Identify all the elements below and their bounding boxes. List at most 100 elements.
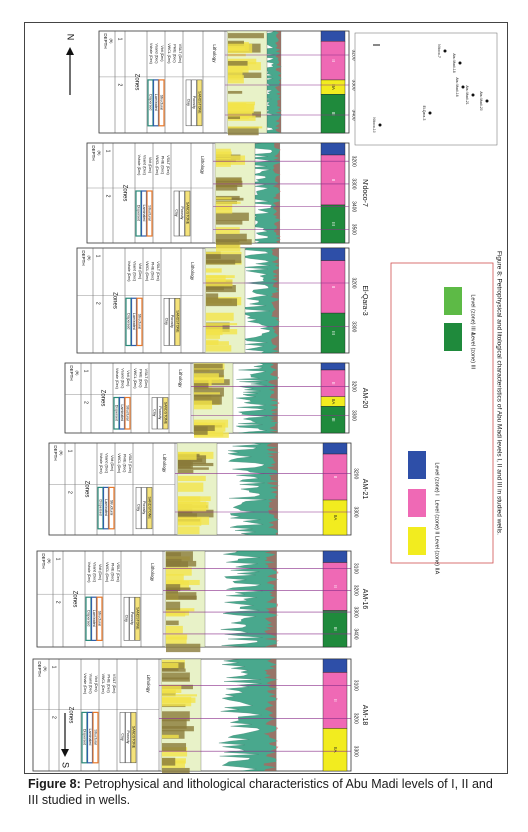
log-b-label: PHIE (Dec) <box>123 454 127 472</box>
zone-num-2: 2 <box>51 716 57 719</box>
rotated-caption: Figure 8: Petrophysical and litological … <box>495 251 502 535</box>
log-b-label: VWCL (Dec) <box>145 261 149 281</box>
legend-b-label: Clay <box>153 409 157 416</box>
legend-a-label: Structural <box>98 611 102 627</box>
lithology-header: Lithology <box>150 563 155 582</box>
legend-label: Level (zone) III A <box>470 294 476 336</box>
lithology-patch <box>178 459 191 469</box>
lithology-patch <box>216 220 243 225</box>
log-fill-green <box>220 550 277 648</box>
map-well-dot <box>461 85 465 89</box>
log-b-label: VSILT (Dec) <box>166 155 170 174</box>
lithology-patch <box>228 126 263 129</box>
legend-a-label: Structural <box>148 205 152 221</box>
legend-a-label: Laminated <box>120 405 124 422</box>
log-a-label: Vbit (Dec) <box>138 263 142 279</box>
legend-b-box <box>141 487 147 530</box>
zone-bar <box>320 204 346 244</box>
map-well-dot <box>378 123 382 127</box>
lithology-patch <box>206 298 238 307</box>
legend-b-box <box>135 487 142 530</box>
lithology-patch <box>162 726 194 732</box>
legend-label: Level (zone) I <box>434 462 440 496</box>
log-a-label: Vsand (Dec) <box>143 155 147 175</box>
legend-label: Level (zone) III <box>470 333 476 370</box>
zone-bar <box>320 312 346 354</box>
lithology-patch <box>162 694 198 697</box>
legend-b-box <box>134 596 141 641</box>
zone-label: III <box>331 331 336 335</box>
depth-unit: (ft) <box>109 39 114 45</box>
lithology-patch <box>206 325 223 336</box>
depth-label: 3300 <box>351 79 357 90</box>
legend-b-label: Porosity <box>180 207 184 220</box>
lithology-patch <box>162 719 187 729</box>
zone-bar <box>322 499 348 536</box>
zones-header: Zones <box>71 591 77 608</box>
legend-a-label: Structural <box>160 95 164 111</box>
north-arrow-head <box>66 47 74 55</box>
map-well-label: El-Qara-3 <box>422 106 426 121</box>
lithology-patch <box>228 40 244 46</box>
lithology-patch <box>178 502 209 510</box>
legend-a-label: Structural <box>138 314 142 330</box>
log-b-label: VSILT (Dec) <box>116 562 120 581</box>
log-fill-red <box>268 363 280 433</box>
lithology-patch <box>206 339 219 346</box>
lithology-patch <box>216 233 247 242</box>
lithology-header: Lithology <box>146 675 151 694</box>
depth-label: 3300 <box>353 506 359 517</box>
lithology-patch <box>194 395 222 405</box>
lithology-patch <box>216 155 246 165</box>
depth-header: DEPTH <box>81 250 86 265</box>
lithology-patch <box>228 115 256 121</box>
lithology-patch <box>216 207 232 211</box>
lithology-patch <box>206 251 242 255</box>
legend-b-label: Clay <box>165 318 169 325</box>
lithology-header: Lithology <box>190 262 195 281</box>
legend-a-label: Structural <box>94 729 98 745</box>
log-b-label: VWCL (Dec) <box>105 562 109 582</box>
zone-num-1: 1 <box>83 370 89 373</box>
map-well-label: N'doco-7 <box>437 44 441 58</box>
zone-bar <box>322 442 348 455</box>
depth-label: 3100 <box>353 680 359 691</box>
log-b-label: VSILT (Dec) <box>144 369 148 388</box>
zone-label: III <box>331 112 336 116</box>
zone-bar <box>320 154 346 206</box>
lithology-patch <box>206 268 222 273</box>
legend-b-label: Porosity <box>192 96 196 109</box>
log-a-label: Vsand (Dec) <box>133 261 137 281</box>
zone-bar <box>322 658 348 673</box>
south-arrow-head <box>61 749 69 757</box>
panel-frame <box>98 30 350 134</box>
log-b-label: PHIE (Dec) <box>173 44 177 62</box>
log-b-label: VWCL (Dec) <box>101 674 105 694</box>
zone-bar <box>320 247 346 261</box>
legend-b-label: SANDSTONE <box>198 91 202 114</box>
lithology-header: Lithology <box>178 369 183 388</box>
depth-label: 3200 <box>353 468 359 479</box>
lithology-header: Lithology <box>212 44 217 63</box>
zones-header: Zones <box>67 707 73 724</box>
depth-unit: (ft) <box>47 559 52 565</box>
zone-bar <box>320 41 346 81</box>
zones-header: Zones <box>133 74 139 91</box>
zone-label: II <box>333 476 338 479</box>
log-a-label: Vbit (Dec) <box>148 157 152 173</box>
well-name: AM-16 <box>361 589 368 610</box>
legend-b-label: Clay <box>175 209 179 216</box>
lithology-patch <box>166 625 183 634</box>
legend-b-box <box>146 487 153 530</box>
zone-bar <box>320 362 346 371</box>
legend-b-box <box>185 79 192 127</box>
compass-south: S <box>61 713 71 768</box>
zone-bar <box>320 30 346 42</box>
lithology-patch <box>228 90 243 94</box>
depth-unit: (ft) <box>87 256 92 262</box>
lithology-patch <box>228 126 259 136</box>
